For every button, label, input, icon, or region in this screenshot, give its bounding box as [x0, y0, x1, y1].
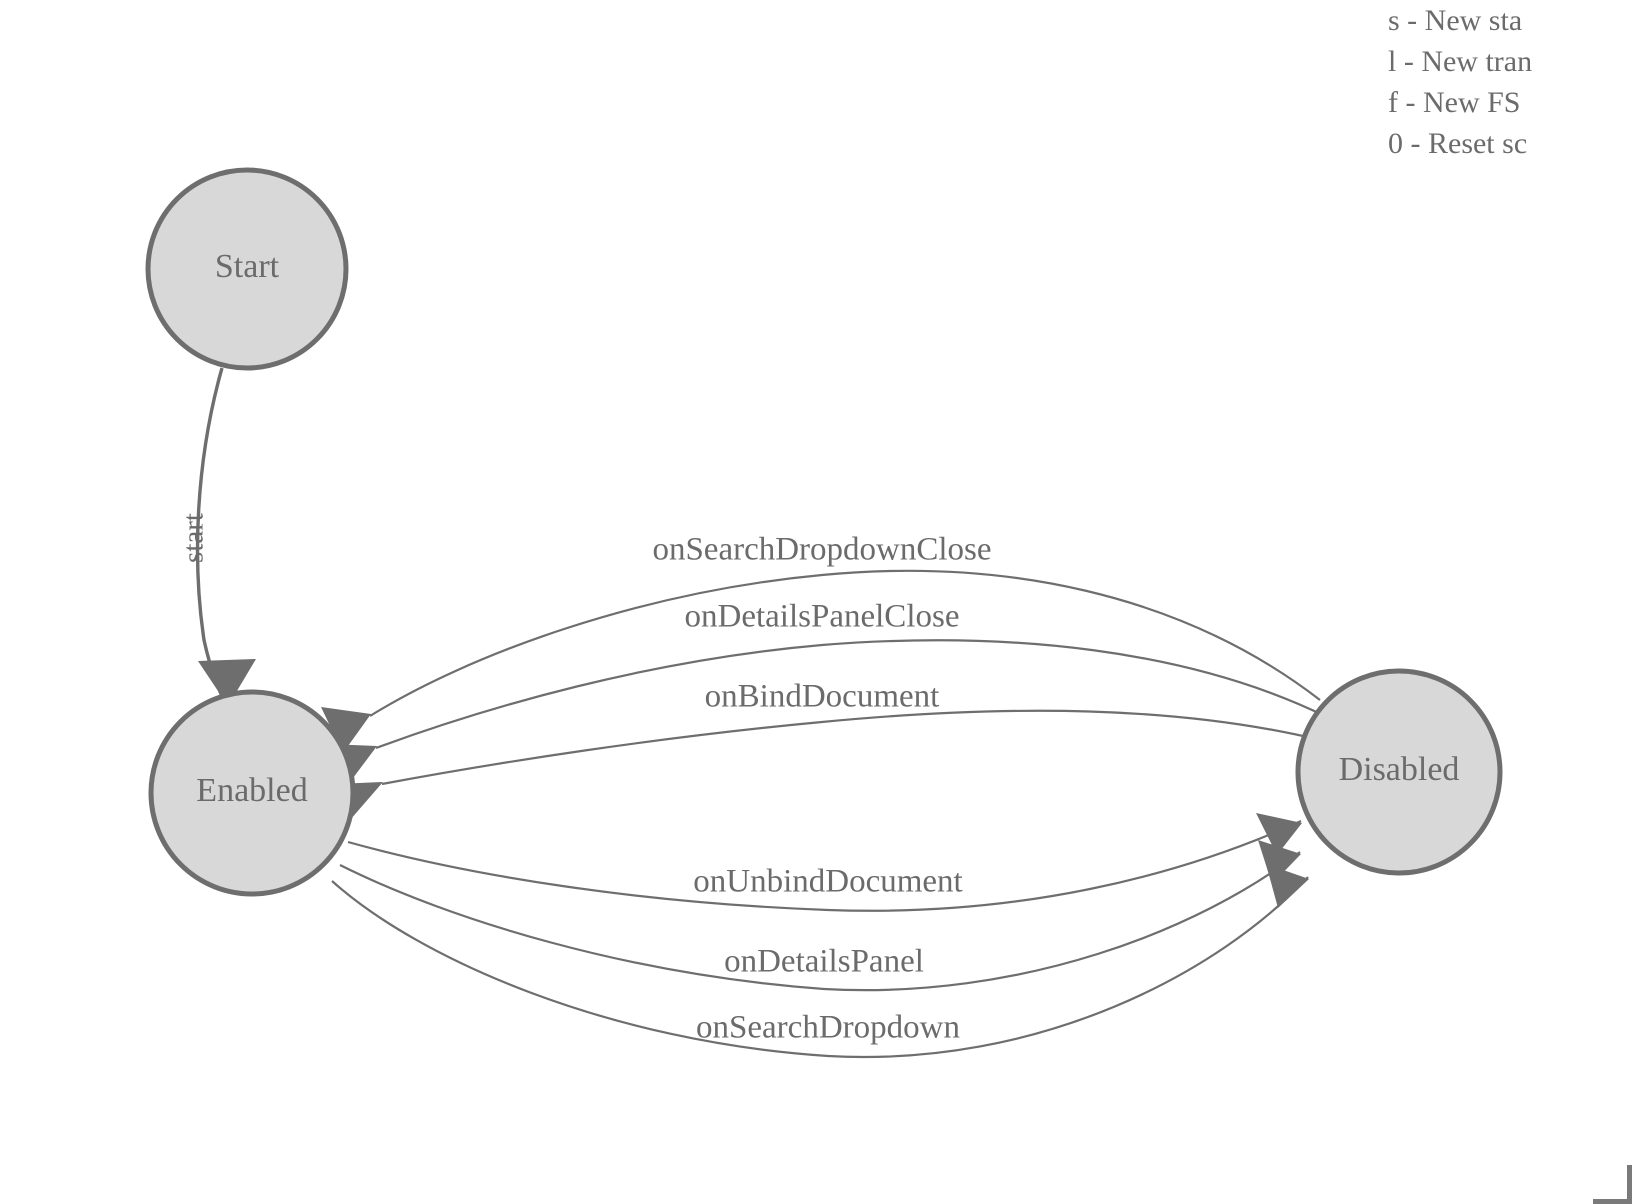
- help-line-new-state: s - New sta: [1388, 4, 1523, 37]
- transition-onDetailsPanel[interactable]: onDetailsPanel: [339, 840, 1301, 992]
- transition-onBindDocument[interactable]: onBindDocument: [336, 679, 1321, 820]
- state-circle: [145, 167, 349, 371]
- edge-line: [375, 639, 1328, 750]
- edge-line: [381, 709, 1321, 786]
- transition-start[interactable]: start: [178, 367, 256, 706]
- transition-label: onUnbindDocument: [693, 864, 962, 900]
- help-line-new-transition: l - New tran: [1388, 45, 1533, 78]
- transition-label: start: [178, 513, 210, 563]
- arrow-head-icon: [198, 659, 256, 706]
- state-circle: [148, 689, 356, 897]
- edge-line: [331, 876, 1309, 1059]
- transition-label: onSearchDropdownClose: [652, 532, 991, 568]
- transition-label: onDetailsPanel: [724, 944, 924, 980]
- state-label: Disabled: [1339, 751, 1460, 788]
- edge-line: [369, 569, 1321, 717]
- state-node-start[interactable]: Start: [145, 167, 349, 371]
- transition-onDetailsPanelClose[interactable]: onDetailsPanelClose: [328, 599, 1328, 786]
- edge-line: [339, 851, 1301, 992]
- state-label: Start: [215, 248, 280, 285]
- help-line-reset: 0 - Reset sc: [1388, 127, 1528, 160]
- arrow-head-icon: [321, 707, 371, 753]
- transition-onSearchDropdown[interactable]: onSearchDropdown: [331, 864, 1309, 1059]
- transition-label: onBindDocument: [705, 679, 940, 715]
- help-legend: s - New sta l - New tran f - New FS 0 - …: [1388, 0, 1632, 164]
- transition-label: onDetailsPanelClose: [685, 599, 960, 635]
- state-circle: [1295, 668, 1503, 876]
- resize-corner-handle[interactable]: [1593, 1165, 1632, 1204]
- help-line-new-fsm: f - New FS: [1388, 86, 1521, 119]
- arrow-head-icon: [1266, 864, 1309, 908]
- state-node-disabled[interactable]: Disabled: [1295, 668, 1503, 876]
- state-node-enabled[interactable]: Enabled: [148, 689, 356, 897]
- transition-onSearchDropdownClose[interactable]: onSearchDropdownClose: [321, 532, 1321, 753]
- transition-label: onSearchDropdown: [696, 1010, 960, 1046]
- edge-line: [347, 819, 1302, 912]
- arrow-head-icon: [1256, 813, 1302, 855]
- state-label: Enabled: [196, 772, 307, 809]
- transition-onUnbindDocument[interactable]: onUnbindDocument: [347, 813, 1302, 912]
